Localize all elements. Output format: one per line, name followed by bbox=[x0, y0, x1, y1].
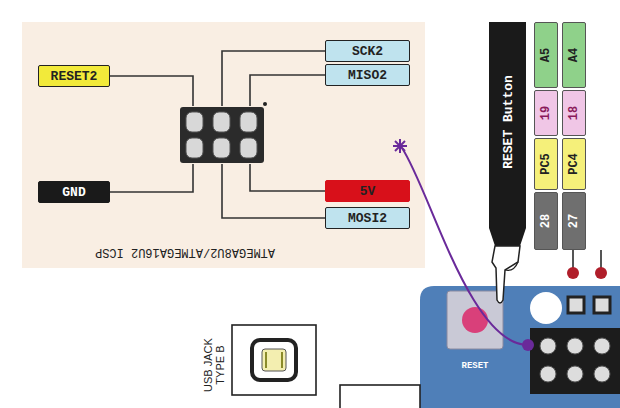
analog-pin-tag: A5 bbox=[534, 22, 558, 88]
ground-tag: GND bbox=[38, 181, 110, 203]
pin-label: RESET2 bbox=[51, 70, 98, 83]
pin-label: A4 bbox=[568, 48, 580, 62]
power-tag: 5V bbox=[325, 180, 410, 202]
pin-number-tag: 19 bbox=[534, 90, 558, 136]
port-pin-tag: PC5 bbox=[534, 138, 558, 190]
pin-label: 5V bbox=[360, 185, 376, 198]
pin-label: MISO2 bbox=[348, 69, 387, 82]
pin-label: GND bbox=[62, 186, 85, 199]
header-caption: ATMEGA8U2/ATMEGA16U2 ICSP bbox=[95, 245, 275, 258]
connector-label: USB JACK TYPE B bbox=[202, 333, 226, 397]
analog-pin-tag: A4 bbox=[562, 22, 586, 88]
pin-label: SCK2 bbox=[352, 45, 383, 58]
pin-label: PC4 bbox=[568, 153, 580, 175]
pin-label: RESET Button bbox=[501, 75, 514, 169]
chip-pin-tag: 28 bbox=[534, 192, 558, 250]
port-pin-tag: PC4 bbox=[562, 138, 586, 190]
pin-label: 18 bbox=[568, 106, 580, 120]
signal-tag: MISO2 bbox=[325, 64, 410, 86]
chip-pin-tag: 27 bbox=[562, 192, 586, 250]
button-label: RESET bbox=[461, 362, 488, 372]
pin-label: 19 bbox=[540, 106, 552, 120]
pin-label: A5 bbox=[540, 48, 552, 62]
pin-label: 27 bbox=[568, 214, 580, 228]
button-callout: RESET Button bbox=[489, 22, 526, 222]
signal-tag: RESET2 bbox=[38, 65, 110, 87]
pin-label: MOSI2 bbox=[348, 212, 387, 225]
signal-tag: SCK2 bbox=[325, 40, 410, 62]
pin-label: PC5 bbox=[540, 153, 552, 175]
pin-number-tag: 18 bbox=[562, 90, 586, 136]
signal-tag: MOSI2 bbox=[325, 207, 410, 229]
pin-label: 28 bbox=[540, 214, 552, 228]
